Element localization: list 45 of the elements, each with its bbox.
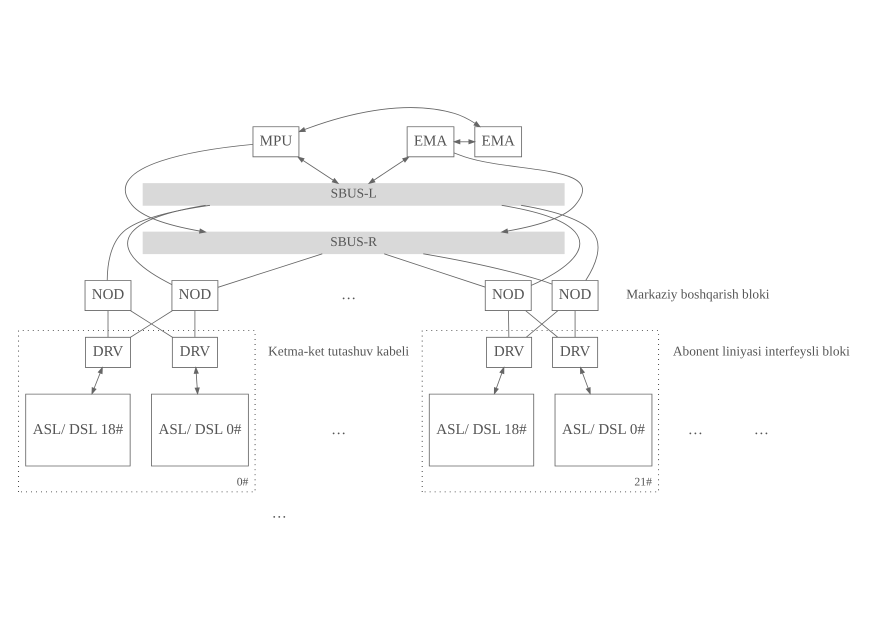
- node-box: EMA: [406, 126, 454, 158]
- label: Abonent liniyasi interfeysli bloki: [672, 344, 850, 359]
- connector: [574, 310, 576, 338]
- label: …: [272, 505, 287, 522]
- connector: [520, 204, 598, 281]
- connector: [508, 310, 510, 338]
- arrow: [91, 366, 103, 395]
- arrow: [194, 366, 200, 396]
- connector: [106, 204, 210, 281]
- arrow: [125, 144, 254, 234]
- connector: [127, 204, 206, 285]
- node-box: MPU: [252, 126, 300, 158]
- node-box: DRV: [85, 336, 131, 368]
- node-box: NOD: [172, 280, 218, 311]
- arrow: [494, 366, 504, 396]
- node-box: NOD: [484, 280, 532, 311]
- label: …: [688, 422, 703, 438]
- node-box: DRV: [486, 336, 532, 368]
- label: …: [754, 422, 769, 438]
- label: …: [341, 287, 356, 304]
- node-box: ASL/ DSL 18#: [25, 394, 131, 466]
- arrow: [454, 152, 583, 234]
- arrow: [580, 366, 591, 395]
- node-box: DRV: [552, 336, 598, 368]
- node-box: ASL/ DSL 18#: [428, 394, 534, 466]
- label: Ketma-ket tutashuv kabeli: [268, 344, 410, 359]
- label: …: [331, 422, 346, 438]
- node-box: SBUS-R: [142, 232, 565, 254]
- node-box: EMA: [474, 126, 522, 158]
- connector: [501, 204, 580, 286]
- connector: [194, 310, 196, 338]
- connector: [218, 253, 323, 288]
- label: Markaziy boshqarish bloki: [626, 286, 770, 302]
- connector: [130, 310, 173, 338]
- connector: [384, 253, 486, 288]
- arrow: [298, 107, 481, 132]
- connector: [422, 253, 552, 285]
- arrow: [296, 156, 340, 184]
- node-box: DRV: [172, 336, 218, 368]
- node-box: SBUS-L: [142, 183, 565, 206]
- node-box: ASL/ DSL 0#: [554, 394, 652, 466]
- node-box: ASL/ DSL 0#: [151, 394, 249, 466]
- arrow: [368, 156, 410, 184]
- node-box: NOD: [552, 280, 598, 311]
- node-box: NOD: [84, 280, 132, 311]
